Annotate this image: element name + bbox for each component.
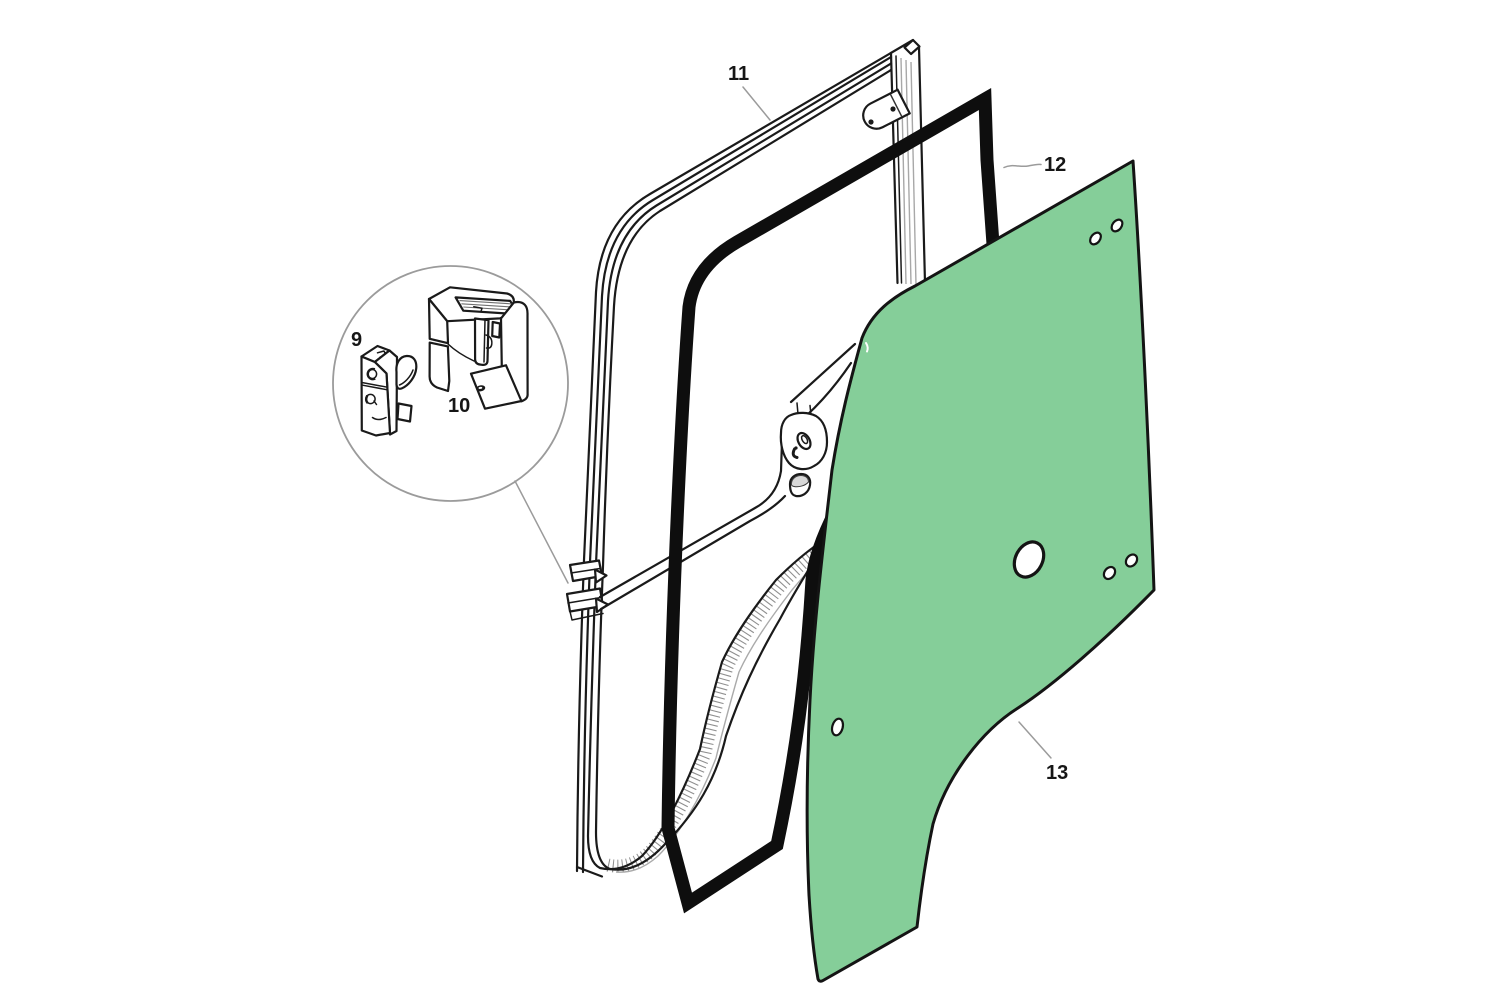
part9-boss-lower-mark	[364, 394, 369, 405]
glass-hole-top-right	[1110, 218, 1124, 233]
part-label-10: 10	[448, 395, 470, 417]
tab-pointer	[593, 568, 608, 584]
part9-boss-lower-tick	[373, 400, 378, 406]
pad-top-face	[790, 474, 810, 488]
window-channel-band	[606, 541, 827, 873]
belt-line-lower	[599, 494, 787, 611]
lock-cylinder-outer	[796, 431, 812, 451]
frame-window-edge-inner	[594, 68, 893, 871]
part-label-13: 13	[1046, 762, 1068, 784]
frame-rear-post	[889, 38, 927, 286]
detail-circle-leader	[514, 480, 569, 584]
part10-hook	[485, 334, 493, 349]
part9-boss-upper-crescent	[366, 367, 376, 381]
bracket-plate	[862, 88, 911, 130]
callouts: 9 10 11 12 13	[351, 63, 1068, 784]
hinge-tab-lower	[565, 587, 610, 621]
part-label-11: 11	[728, 63, 749, 85]
frame-outer-line	[575, 38, 915, 873]
top-hinge-bracket	[862, 88, 911, 130]
part9-wing	[395, 354, 418, 390]
lock-cylinder-inner	[800, 434, 809, 445]
handle-pad	[788, 472, 812, 498]
door-frame	[565, 38, 927, 878]
bracket-fold-line	[889, 94, 903, 117]
post-top-cap	[903, 38, 921, 56]
glass-hole-front	[830, 717, 845, 737]
post-gray-line-2	[905, 59, 912, 285]
part9-smile	[371, 416, 387, 421]
frame-line-2	[581, 55, 893, 874]
part10-flange	[469, 364, 523, 410]
glass-panel	[805, 159, 1156, 983]
lock-tail	[791, 447, 799, 459]
bracket-rivet-lower	[868, 119, 874, 125]
post-gray-line-3	[910, 61, 917, 286]
door-glass	[805, 159, 1156, 983]
glass-hole-top-left	[1089, 231, 1102, 246]
glass-hole-mid-right	[1124, 553, 1139, 568]
hinge-tab-upper	[568, 559, 608, 584]
window-channel-hatching	[606, 541, 827, 873]
part10-slot-side	[491, 320, 502, 339]
lock-dot	[794, 446, 798, 450]
post-gray-line-1	[900, 57, 907, 285]
leader-13	[1018, 721, 1052, 759]
post-right-edge	[917, 45, 927, 285]
belt-line-upper	[598, 439, 784, 599]
part9-wing-inner	[398, 369, 414, 386]
glass-holes	[830, 218, 1139, 737]
part10-tab-inner-line	[483, 319, 486, 363]
frame-bottom-cut	[575, 865, 604, 878]
part10-web-edge	[447, 343, 475, 362]
lock-plate	[779, 411, 829, 471]
leader-11	[742, 86, 771, 121]
rear-panel-line-1	[789, 342, 857, 404]
part-10-clip	[427, 286, 529, 410]
tab-lip	[569, 610, 604, 621]
part10-top-notch	[473, 306, 483, 313]
glass-corner-highlight	[865, 342, 869, 353]
part10-slot-tab	[473, 317, 490, 366]
glass-hole-center	[1012, 540, 1046, 579]
hatch-line	[461, 303, 516, 308]
frame-window-edge-outer	[586, 62, 893, 871]
bracket-rivet-upper	[890, 106, 896, 112]
glass-hole-mid-left	[1102, 565, 1117, 581]
window-channel-mid-line	[615, 552, 827, 873]
part-label-9: 9	[351, 329, 362, 351]
part9-step-lines	[361, 381, 389, 391]
hatch-line	[459, 300, 514, 305]
detail-circle-group	[332, 265, 569, 584]
part10-left-wall	[427, 297, 450, 345]
part10-left-leg	[428, 341, 451, 393]
part10-flange-hole-center	[478, 386, 483, 389]
leader-12	[1003, 163, 1042, 169]
door-lock	[779, 411, 829, 471]
part10-leg-cut	[436, 386, 449, 392]
part-9-clip	[360, 344, 418, 437]
part9-foot	[396, 402, 413, 423]
part-label-12: 12	[1044, 154, 1066, 176]
